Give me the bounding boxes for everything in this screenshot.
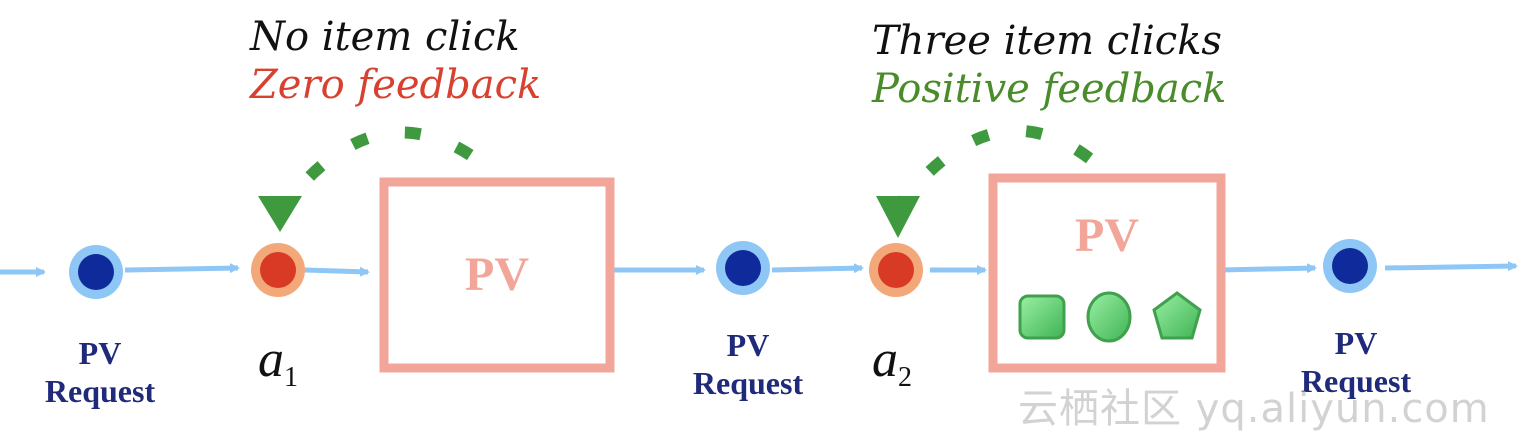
pv-request-label-2-line1: PV xyxy=(726,327,770,363)
action-node xyxy=(260,252,296,288)
item-icons xyxy=(1018,291,1202,343)
action-1-index: 1 xyxy=(284,362,298,393)
action-node xyxy=(878,252,914,288)
feedback-arc-1 xyxy=(270,126,505,222)
action-label-2: a2 xyxy=(872,330,912,394)
pv-request-label-1-line1: PV xyxy=(78,335,122,371)
pv-request-label-3-line2: Request xyxy=(1300,363,1412,399)
pv-request-nodes xyxy=(69,239,1377,299)
watermark: 云栖社区 yq.aliyun.com xyxy=(1018,386,1490,432)
pv-node xyxy=(1332,248,1368,284)
pv-request-label-1-line2: Request xyxy=(44,373,156,409)
action-2-index: 2 xyxy=(898,362,912,393)
square-item-icon xyxy=(1018,294,1066,340)
timeline-segment xyxy=(304,266,370,277)
caption-2-line1: Three item clicks xyxy=(872,18,1222,64)
timeline-segment xyxy=(1384,261,1518,272)
timeline-segment xyxy=(1219,263,1317,274)
pv-node xyxy=(725,250,761,286)
pv-request-label-3-line1: PV xyxy=(1334,325,1378,361)
caption-1: No item click Zero feedback xyxy=(250,14,541,108)
caption-2: Three item clicks Positive feedback xyxy=(872,18,1226,112)
timeline xyxy=(0,261,1518,277)
feedback-arc-2 xyxy=(889,124,1115,216)
timeline-segment xyxy=(124,263,240,274)
feedback-arrows xyxy=(258,124,1115,238)
pv-request-label-2: PV Request xyxy=(668,326,828,402)
action-label-1: a1 xyxy=(258,330,298,394)
action-1-symbol: a xyxy=(258,331,284,388)
pv-request-label-3: PV Request xyxy=(1276,324,1436,400)
pv-request-label-1: PV Request xyxy=(20,334,180,410)
timeline-segment xyxy=(771,263,864,274)
action-2-symbol: a xyxy=(872,331,898,388)
pv-box-1-label: PV xyxy=(465,248,529,301)
pv-box-1 xyxy=(379,177,615,373)
pv-box-2-label: PV xyxy=(1075,209,1139,262)
caption-1-line1: No item click xyxy=(250,14,520,60)
pv-request-label-2-line2: Request xyxy=(692,365,804,401)
caption-2-line2: Positive feedback xyxy=(872,66,1227,112)
feedback-arrowhead-1 xyxy=(258,196,302,232)
action-nodes xyxy=(251,243,923,297)
feedback-arrowhead-2 xyxy=(876,196,920,238)
pv-node xyxy=(78,254,114,290)
caption-1-line2: Zero feedback xyxy=(250,62,542,108)
pentagon-item-icon xyxy=(1152,291,1202,340)
circle-item-icon xyxy=(1086,291,1132,343)
